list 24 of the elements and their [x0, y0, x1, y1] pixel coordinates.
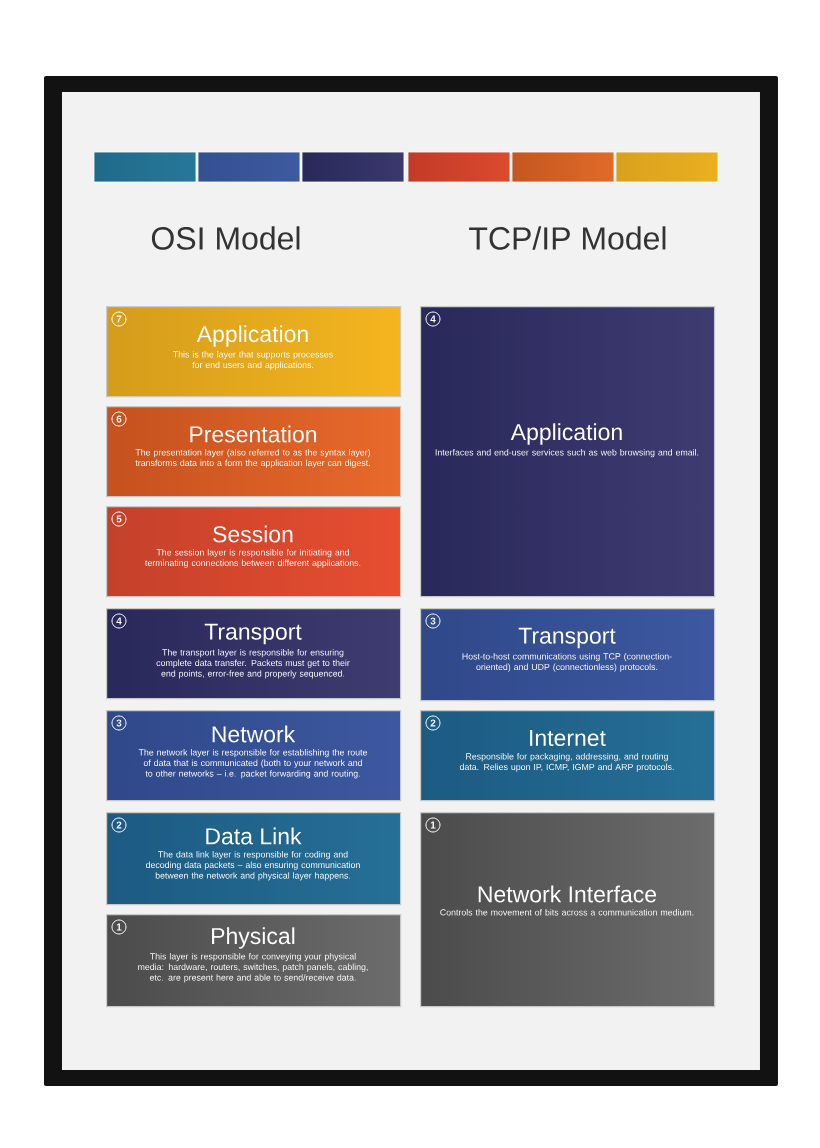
column-heading: OSI Model	[151, 226, 300, 250]
layer-title: Network	[212, 725, 296, 743]
layer-title: Presentation	[190, 425, 317, 443]
layer-box	[106, 306, 402, 398]
layer-title: Application	[196, 325, 308, 347]
layer-title: Physical	[212, 927, 295, 949]
layer-box	[106, 914, 402, 1008]
layer-title: Data Link	[206, 827, 302, 845]
layer-box	[106, 506, 402, 598]
layer-title: Internet	[530, 730, 606, 746]
layer-title: Application	[510, 423, 622, 445]
layer-box	[106, 812, 402, 906]
layer-box	[106, 710, 402, 802]
layer-box	[106, 406, 402, 498]
layer-box	[419, 710, 716, 802]
layer-title: Transport	[518, 627, 616, 649]
layer-title: Transport	[204, 623, 302, 645]
column-heading: TCP/IP Model	[469, 226, 666, 250]
layer-box	[419, 812, 716, 1008]
layer-box	[419, 608, 716, 702]
layer-title: Session	[213, 525, 293, 543]
layer-box	[419, 306, 716, 598]
layer-title: Network Interface	[478, 885, 657, 903]
layer-box	[106, 608, 402, 700]
